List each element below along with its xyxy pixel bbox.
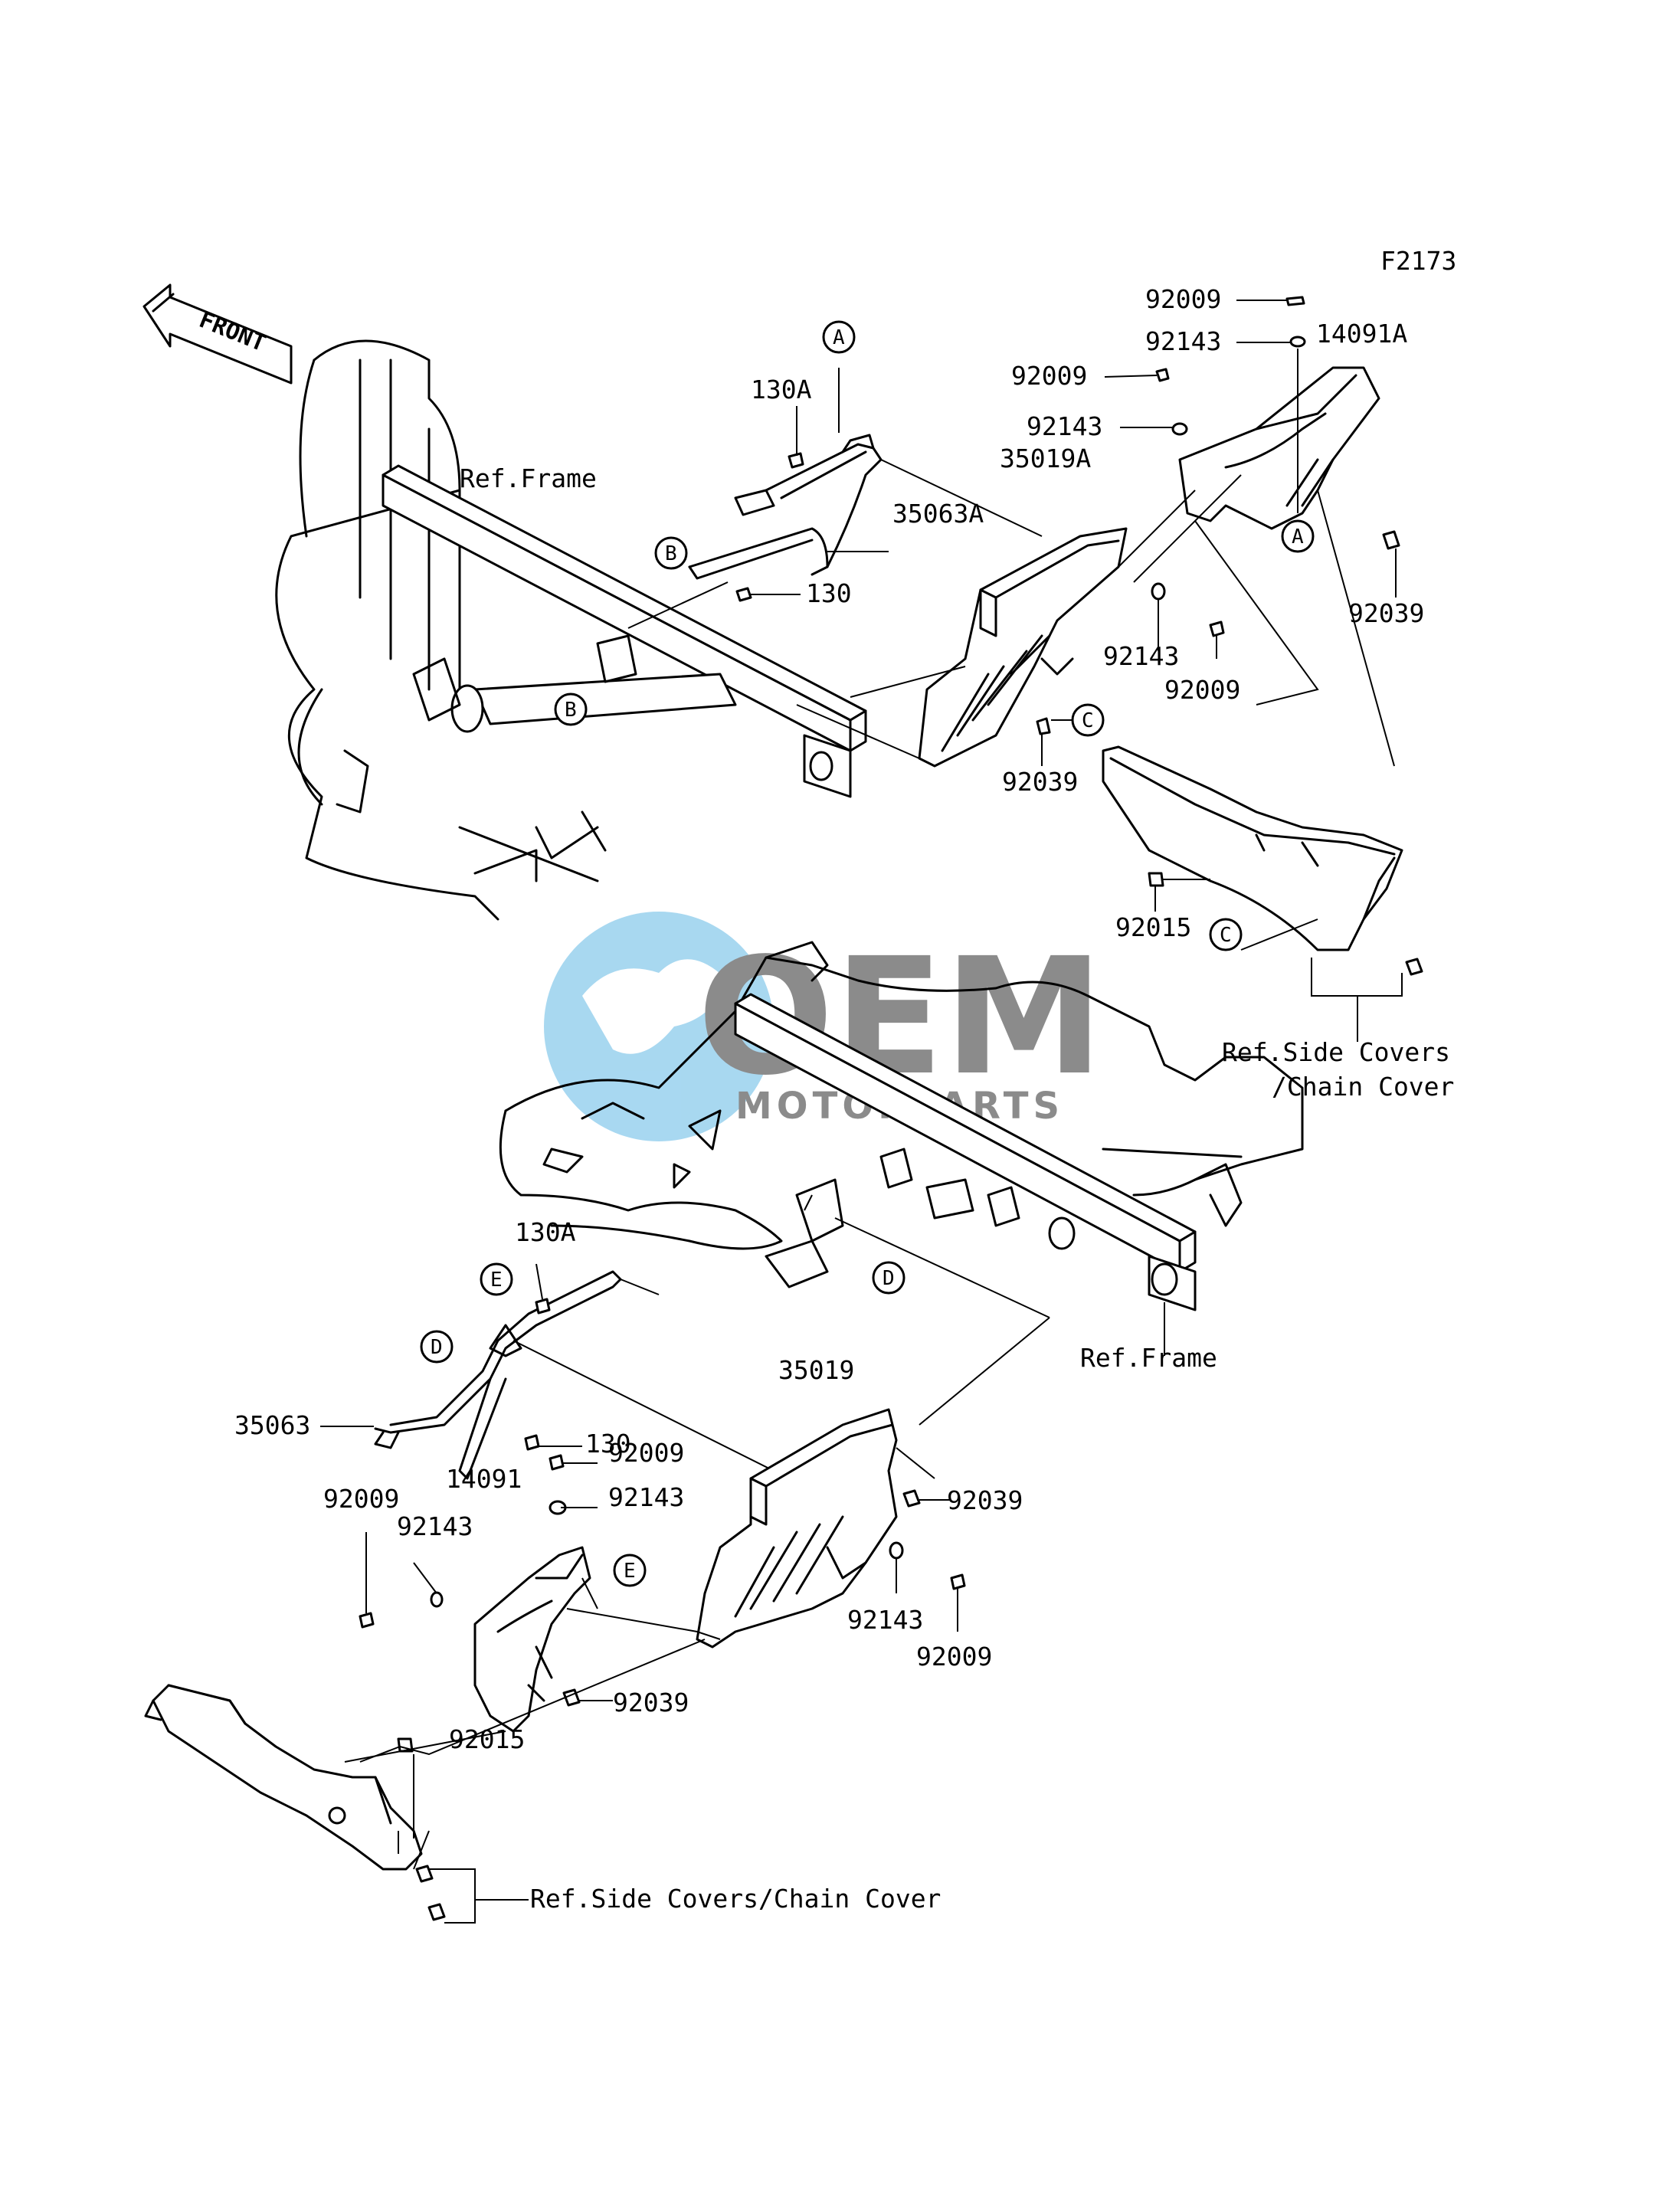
svg-text:C: C (1082, 709, 1094, 732)
bolt-icon (735, 587, 752, 602)
label-92015: 92015 (1115, 912, 1191, 942)
callout-D-bottom-2: D (420, 1330, 454, 1364)
label-92009: 92009 (916, 1642, 992, 1671)
top-fasteners (735, 296, 1423, 976)
label-35063A: 35063A (892, 499, 984, 529)
label-35019A: 35019A (1000, 444, 1091, 473)
bolt-icon (549, 1454, 565, 1471)
watermark-globe-icon (544, 912, 774, 1141)
callout-D-bottom-1: D (872, 1261, 905, 1295)
label-92143: 92143 (608, 1482, 684, 1512)
callout-A-top-2: A (1281, 519, 1315, 553)
washer-icon (1289, 336, 1306, 348)
label-92143: 92143 (1145, 326, 1221, 356)
clip-icon (1036, 717, 1051, 735)
bottom-cover-35019 (696, 1408, 898, 1649)
bottom-cover-14091 (473, 1546, 591, 1733)
label-92039: 92039 (1002, 767, 1078, 797)
figure-code: F2173 (1380, 246, 1456, 276)
label-130: 130 (585, 1429, 631, 1459)
label-92143: 92143 (847, 1605, 923, 1635)
top-frame-body (275, 339, 499, 921)
label-35063: 35063 (234, 1410, 310, 1440)
label-ref-frame: Ref.Frame (460, 463, 597, 493)
label-92015: 92015 (449, 1724, 525, 1754)
bolt-icon (535, 1298, 551, 1315)
bolt-icon (1155, 368, 1170, 382)
label-130: 130 (806, 578, 852, 608)
label-130A: 130A (515, 1217, 576, 1247)
callout-A-top-1: A (822, 320, 856, 354)
washer-icon (1171, 422, 1188, 436)
svg-text:D: D (883, 1267, 895, 1290)
label-ref-side-covers: Ref.Side Covers (1222, 1037, 1450, 1067)
callout-C-top-2: C (1209, 918, 1243, 951)
label-92009: 92009 (1011, 361, 1087, 391)
washer-icon (430, 1591, 444, 1608)
label-92143: 92143 (1103, 641, 1179, 671)
bolt-icon (524, 1434, 540, 1451)
callout-E-bottom-1: E (480, 1262, 513, 1296)
bottom-chain-cover (144, 1684, 423, 1871)
label-92039: 92039 (613, 1688, 689, 1717)
label-35019: 35019 (778, 1355, 854, 1385)
svg-text:B: B (565, 699, 577, 722)
top-assembly: A A B B C C 92009 92143 14091A 92009 921… (275, 284, 1454, 1102)
clip-icon (415, 1865, 434, 1883)
label-92143: 92143 (1027, 411, 1102, 441)
clip-icon (1405, 958, 1423, 976)
bolt-icon (1285, 296, 1305, 306)
clip-icon (427, 1903, 446, 1921)
svg-text:E: E (490, 1269, 503, 1292)
bottom-fasteners (359, 1298, 966, 1921)
label-92009: 92009 (1164, 675, 1240, 705)
svg-text:E: E (624, 1560, 636, 1583)
label-92009: 92009 (1145, 284, 1221, 314)
label-92039: 92039 (947, 1485, 1023, 1515)
svg-text:C: C (1220, 924, 1232, 947)
bottom-assembly: D D E E 130A Ref.Frame 35019 130 35063 9… (144, 941, 1304, 1924)
top-cover-35019A (918, 527, 1128, 768)
watermark: OEM MOTORPARTS (544, 912, 1104, 1141)
nut-icon (1148, 872, 1164, 887)
top-bracket-35063A (688, 434, 883, 580)
clip-icon (1382, 530, 1400, 550)
top-cover-14091A (1178, 366, 1380, 530)
bolt-icon (359, 1612, 375, 1629)
label-14091: 14091 (446, 1464, 522, 1494)
bottom-bracket-35063 (374, 1270, 622, 1480)
svg-text:A: A (833, 326, 845, 349)
washer-icon (889, 1541, 904, 1560)
label-ref-side-covers: Ref.Side Covers/Chain Cover (530, 1884, 941, 1914)
svg-text:A: A (1292, 526, 1304, 548)
label-92039: 92039 (1348, 598, 1424, 628)
washer-icon (1151, 582, 1166, 601)
label-92143: 92143 (397, 1511, 473, 1541)
front-arrow-icon: FRONT (142, 283, 293, 385)
svg-text:B: B (665, 542, 677, 565)
callout-E-bottom-2: E (613, 1554, 647, 1587)
callout-C-top-1: C (1071, 703, 1105, 737)
bolt-icon (1209, 620, 1225, 637)
bolt-icon (950, 1573, 966, 1590)
callout-B-top-2: B (554, 692, 588, 726)
label-14091A: 14091A (1316, 319, 1407, 349)
label-92009: 92009 (608, 1438, 684, 1468)
callout-B-top-1: B (654, 536, 688, 570)
svg-text:D: D (431, 1336, 443, 1359)
clip-icon (902, 1489, 921, 1508)
label-92009: 92009 (323, 1484, 399, 1514)
label-130A: 130A (751, 375, 812, 404)
label-ref-frame: Ref.Frame (1080, 1343, 1217, 1373)
